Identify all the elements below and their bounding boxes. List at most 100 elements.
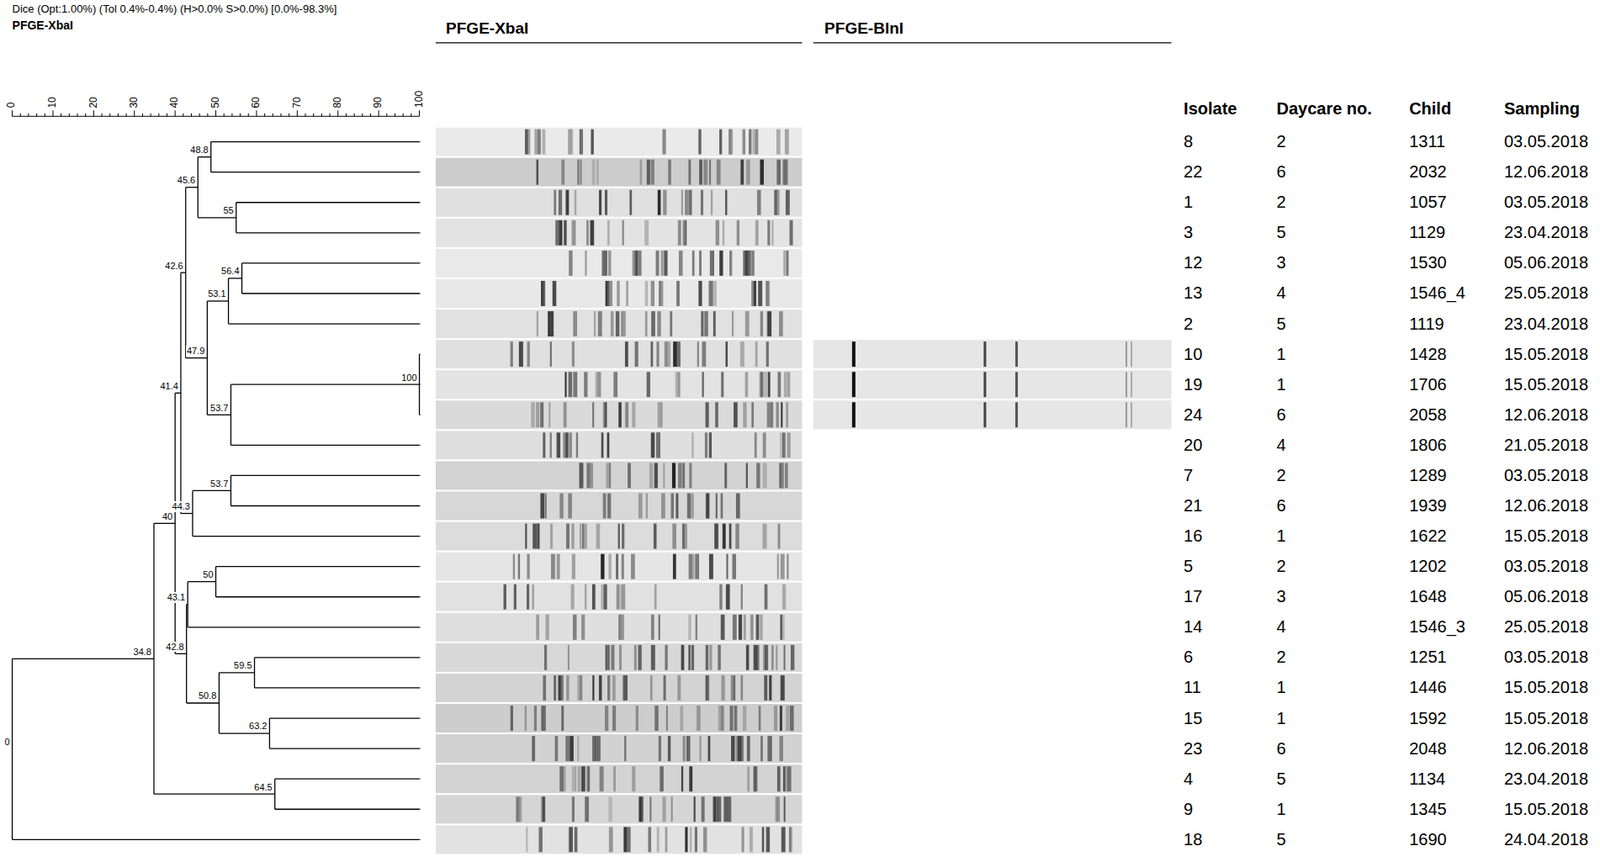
dendrogram-branch <box>236 201 420 203</box>
gel-band <box>603 493 607 520</box>
gel-xbai <box>435 127 802 855</box>
dendrogram-branch <box>174 653 187 655</box>
gel-band <box>632 250 636 276</box>
dendrogram-branch <box>230 475 419 477</box>
gel-band <box>545 614 549 641</box>
gel-band <box>608 796 613 822</box>
gel-band <box>621 584 626 610</box>
gel-band <box>725 190 727 216</box>
scale-tick-label: 20 <box>87 96 100 108</box>
gel-band <box>983 341 986 367</box>
gel-band <box>750 614 753 641</box>
gel-band <box>705 493 710 520</box>
gel-band <box>781 462 785 488</box>
table-cell: 6 <box>1276 739 1286 759</box>
table-cell: 2 <box>1276 556 1286 577</box>
gel-band <box>663 250 668 276</box>
gel-band <box>1125 402 1128 428</box>
gel-band <box>762 524 768 550</box>
scale-tick <box>280 113 281 117</box>
scale-tick-label: 60 <box>250 96 263 108</box>
scale-tick <box>386 113 387 117</box>
dendrogram-branch <box>230 445 419 446</box>
gel-band <box>699 159 703 186</box>
gel-band <box>584 524 588 550</box>
gel-band <box>656 432 661 458</box>
gel-band <box>720 493 724 520</box>
gel-band <box>689 826 692 853</box>
gel-band <box>593 736 597 762</box>
gel-band <box>768 736 773 762</box>
table-cell: 3 <box>1276 253 1286 273</box>
gel-band <box>572 554 576 580</box>
gel-lane <box>435 218 802 248</box>
dendrogram-branch <box>419 778 421 780</box>
gel-band <box>569 432 573 458</box>
table-cell: 1 <box>1276 375 1286 395</box>
gel-band <box>746 462 748 488</box>
dendrogram-branch <box>419 626 421 628</box>
dendrogram-branch <box>192 535 420 537</box>
gel-band <box>540 493 545 520</box>
gel-band <box>631 766 636 792</box>
scale-tick <box>370 113 371 117</box>
gel-band <box>644 220 649 246</box>
gel-band <box>622 311 626 337</box>
gel-band <box>592 675 594 701</box>
gel-band <box>592 402 594 428</box>
gel-band <box>549 311 554 337</box>
table-cell: 24.04.2018 <box>1504 830 1589 850</box>
gel-band <box>763 371 768 398</box>
table-cell: 03.05.2018 <box>1504 556 1589 577</box>
gel-band <box>776 159 781 186</box>
gel-band <box>684 190 689 216</box>
gel-band <box>715 402 719 428</box>
gel-band <box>568 371 573 398</box>
gel-band <box>852 341 856 367</box>
gel-band <box>777 766 781 792</box>
gel-band <box>605 462 610 488</box>
gel-band <box>658 614 661 641</box>
table-cell: 03.05.2018 <box>1504 132 1589 152</box>
gel-band <box>603 402 606 428</box>
gel-band <box>656 311 661 337</box>
gel-band <box>762 462 768 488</box>
dendrogram-branch <box>419 445 421 446</box>
gel-band <box>663 675 667 701</box>
gel-band <box>592 159 596 186</box>
gel-band <box>669 311 673 337</box>
gel-band <box>675 371 679 398</box>
gel-band <box>760 311 763 337</box>
gel-band <box>524 705 527 732</box>
table-cell: 1311 <box>1409 132 1446 152</box>
table-cell: 3 <box>1276 587 1286 607</box>
gel-band <box>571 524 575 550</box>
gel-band <box>672 462 676 488</box>
table-cell: 22 <box>1183 162 1203 182</box>
dendrogram-branch <box>235 202 237 234</box>
gel-band <box>615 311 620 337</box>
gel-band <box>646 371 651 398</box>
gel-band <box>540 402 544 428</box>
gel-band <box>767 736 769 762</box>
scale-tick <box>378 110 380 117</box>
gel-band <box>767 220 770 246</box>
gel-band <box>555 736 559 762</box>
gel-band <box>757 280 763 307</box>
gel-band <box>789 826 791 853</box>
gel-band <box>530 402 536 428</box>
gel-band <box>593 311 596 337</box>
gel-band <box>697 554 700 580</box>
table-cell: 1 <box>1276 800 1286 820</box>
scale-tick <box>11 110 13 117</box>
gel-band <box>787 766 792 792</box>
table-cell: 1530 <box>1409 253 1447 273</box>
gel-lane <box>435 704 802 733</box>
table-cell: 1428 <box>1409 344 1447 365</box>
gel-band <box>608 250 612 276</box>
gel-band <box>572 341 575 367</box>
similarity-value: 100 <box>400 372 418 384</box>
gel-band <box>626 826 631 853</box>
dendrogram-branch <box>186 603 188 605</box>
method-note: Dice (Opt:1.00%) (Tol 0.4%-0.4%) (H>0.0%… <box>12 3 338 16</box>
